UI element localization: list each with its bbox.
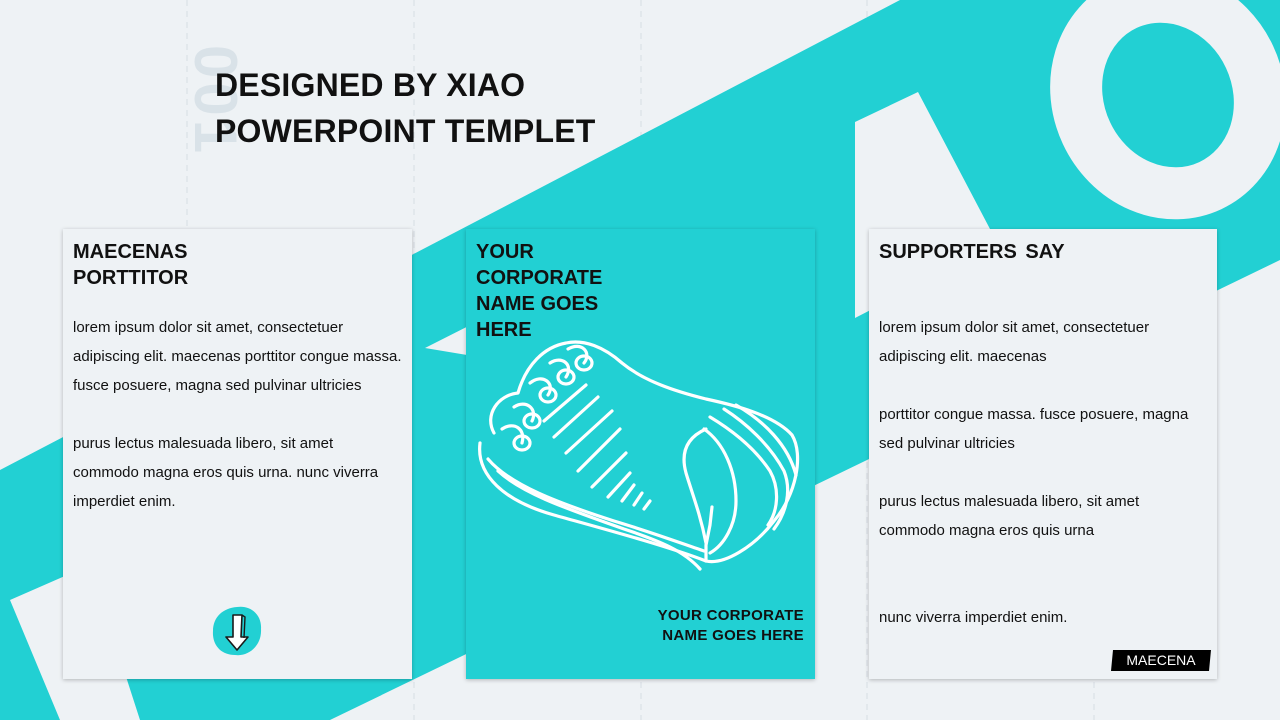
caption-line-2: NAME GOES HERE — [662, 627, 804, 644]
heading-line-4: HERE — [476, 319, 532, 341]
card-supporters-say: SUPPORTERS SAY lorem ipsum dolor sit ame… — [869, 229, 1217, 679]
card-heading: YOUR CORPORATE NAME GOES HERE — [476, 239, 602, 343]
slide-title: DESIGNED BY XIAO POWERPOINT TEMPLET — [215, 62, 596, 154]
card-heading: MAECENAS PORTTITOR — [73, 239, 188, 291]
card-paragraph-1: lorem ipsum dolor sit amet, consectetuer… — [879, 319, 1150, 365]
card-paragraph-2: purus lectus malesuada libero, sit amet … — [73, 435, 379, 510]
caption-line-1: YOUR CORPORATE — [657, 607, 804, 624]
notebook-icon — [478, 340, 800, 571]
card-body: lorem ipsum dolor sit amet, consectetuer… — [73, 313, 403, 516]
title-line-1: DESIGNED BY XIAO — [215, 67, 526, 103]
card-heading: SUPPORTERS SAY — [879, 239, 1065, 265]
card-maecenas-porttitor: MAECENAS PORTTITOR lorem ipsum dolor sit… — [63, 229, 412, 679]
corporate-caption: YOUR CORPORATE NAME GOES HERE — [658, 606, 804, 646]
slide-number-watermark: 001 — [182, 45, 249, 157]
card-paragraph-1: lorem ipsum dolor sit amet, consectetuer… — [73, 319, 402, 394]
maecena-tag: MAECENA — [1111, 650, 1211, 671]
card-paragraph-4: nunc viverra imperdiet enim. — [879, 609, 1068, 626]
heading-line-1: YOUR — [476, 241, 534, 263]
heading-line-1: SUPPORTERS SAY — [879, 241, 1065, 263]
heading-line-2: PORTTITOR — [73, 267, 189, 289]
heading-line-1: MAECENAS — [73, 241, 188, 263]
heading-line-2: CORPORATE — [476, 267, 603, 289]
down-arrow-icon — [212, 606, 262, 656]
card-paragraph-2: porttitor congue massa. fusce posuere, m… — [879, 406, 1189, 452]
card-paragraph-3: purus lectus malesuada libero, sit amet … — [879, 493, 1140, 539]
title-line-2: POWERPOINT TEMPLET — [215, 113, 596, 149]
card-corporate-name: YOUR CORPORATE NAME GOES HERE — [466, 229, 815, 679]
card-body: lorem ipsum dolor sit amet, consectetuer… — [879, 313, 1209, 661]
heading-line-3: NAME GOES — [476, 293, 599, 315]
